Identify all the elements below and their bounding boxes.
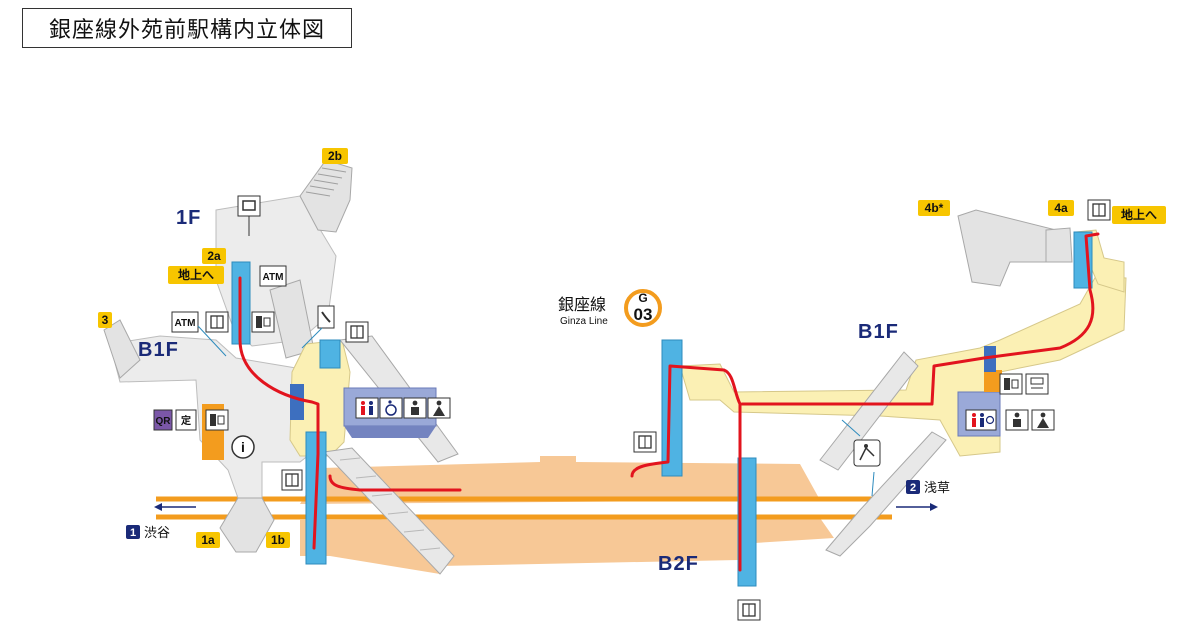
direction-shibuya-label: 渋谷: [144, 525, 170, 540]
atm-icon-label: ATM: [263, 272, 284, 283]
telephone-icon: [317, 305, 335, 329]
exit-tag-2a[interactable]: 2a: [202, 248, 226, 264]
stair-right-long: [819, 351, 919, 471]
exit-tag-2a-label: 2a: [207, 249, 221, 263]
exit-tag-4a-label: 4a: [1054, 201, 1068, 215]
toilet-icon-right: [965, 409, 997, 431]
exit-tag-1a[interactable]: 1a: [196, 532, 220, 548]
exit-tag-4b[interactable]: 4b*: [918, 200, 950, 216]
line-letter: G: [638, 291, 647, 305]
b1f-right-corridor: [679, 275, 1127, 457]
wheelchair-icon-center: [379, 397, 403, 419]
toilet-box-center-shadow: [344, 426, 436, 438]
floor-label-b2f: B2F: [658, 553, 699, 575]
elevator-b2-right: [737, 457, 757, 587]
line-name-en: Ginza Line: [560, 316, 608, 327]
exit-tag-1b-label: 1b: [271, 533, 285, 547]
direction-arrows: [154, 503, 938, 511]
stair-right-down: [825, 431, 947, 557]
direction-left-arrow: [154, 503, 196, 511]
elevator-icon-middle: [633, 431, 657, 453]
direction-shibuya-number: 1: [130, 527, 136, 539]
exit-tag-1a-label: 1a: [201, 533, 215, 547]
direction-asakusa-label: 浅草: [924, 480, 950, 495]
stair-1a1b: [219, 497, 275, 553]
baby-care-icon-center: [403, 397, 427, 419]
exit-tag-4a[interactable]: 4a: [1048, 200, 1074, 216]
qr-ticket-label: QR: [156, 416, 172, 427]
b2f-floor-upper: [300, 456, 820, 504]
elevator-icon-4a: [1087, 199, 1111, 221]
exit-tag-3-label: 3: [102, 313, 109, 327]
direction-shibuya: 1 渋谷: [126, 525, 170, 540]
b2f-platform: [156, 456, 892, 574]
line-number: 03: [634, 305, 653, 324]
direction-asakusa: 2 浅草: [906, 480, 950, 495]
information-icon[interactable]: i: [231, 435, 255, 459]
direction-asakusa-number: 2: [910, 482, 916, 494]
stair-3: [103, 319, 141, 379]
ticket-machine-icon-right: [999, 373, 1023, 395]
nursing-room-icon-right: [1031, 409, 1055, 431]
stair-2b-steps: [305, 167, 347, 197]
exit-tag-2b[interactable]: 2b: [322, 148, 348, 164]
atm-icon: ATM: [259, 265, 287, 287]
ticket-machine-icon-left: [251, 311, 275, 333]
leader-lines: [197, 325, 875, 497]
stair-lift-icon: [853, 439, 881, 467]
escalator-blue-right: [984, 346, 996, 372]
elevator-middle: [661, 339, 683, 477]
to-ground-tag-left[interactable]: 地上へ: [168, 266, 224, 284]
line-name-ja: 銀座線: [558, 296, 606, 314]
exit-tag-4b-label: 4b*: [925, 201, 944, 215]
nursing-room-icon-center: [427, 397, 451, 419]
ticket-gate-icon: [237, 195, 261, 236]
floor-label-1f: 1F: [176, 207, 201, 229]
escalator-blue-left: [290, 384, 304, 420]
to-ground-right-label: 地上へ: [1121, 207, 1157, 222]
commuter-pass-icon: 定: [175, 409, 197, 431]
baby-care-icon-right: [1005, 409, 1029, 431]
information-icon-label: i: [241, 439, 245, 455]
b1f-right: [679, 209, 1127, 557]
exit-tag-3[interactable]: 3: [98, 312, 112, 328]
line-circle: [624, 289, 662, 327]
floor-label-b1f-right: B1F: [858, 321, 899, 343]
barrier-free-route: [238, 232, 1100, 572]
stair-center-long: [322, 447, 455, 575]
ginza-line-badge: 銀座線 Ginza Line G 03: [558, 289, 662, 327]
elevator-center-top: [319, 339, 341, 369]
stair-long-steps: [339, 457, 441, 551]
atm-icon-2: ATM: [171, 311, 199, 333]
direction-right-arrow: [896, 503, 938, 511]
elevator-icon-b2-bottom: [737, 599, 761, 621]
fare-adjust-icon-right: [1025, 373, 1049, 395]
ticket-machine-icon-left-2: [205, 409, 229, 431]
toilet-icon-center: [355, 397, 379, 419]
commuter-pass-label: 定: [181, 414, 191, 427]
stair-4a: [1045, 227, 1073, 263]
qr-ticket-icon: QR: [153, 409, 173, 431]
stair-4b: [957, 209, 1071, 287]
exit-tag-2b-label: 2b: [328, 149, 342, 163]
elevator-icon-left: [205, 311, 229, 333]
elevator-icon-b2-left: [281, 469, 303, 491]
to-ground-left-label: 地上へ: [178, 267, 214, 282]
elevator-icon-center: [345, 321, 369, 343]
atm-icon-2-label: ATM: [175, 318, 196, 329]
to-ground-tag-right[interactable]: 地上へ: [1112, 206, 1166, 224]
page-title: 銀座線外苑前駅構内立体図: [22, 8, 352, 48]
floor-label-b1f-left: B1F: [138, 339, 179, 361]
shop-box-right: [984, 370, 1002, 392]
exit-tag-1b[interactable]: 1b: [266, 532, 290, 548]
